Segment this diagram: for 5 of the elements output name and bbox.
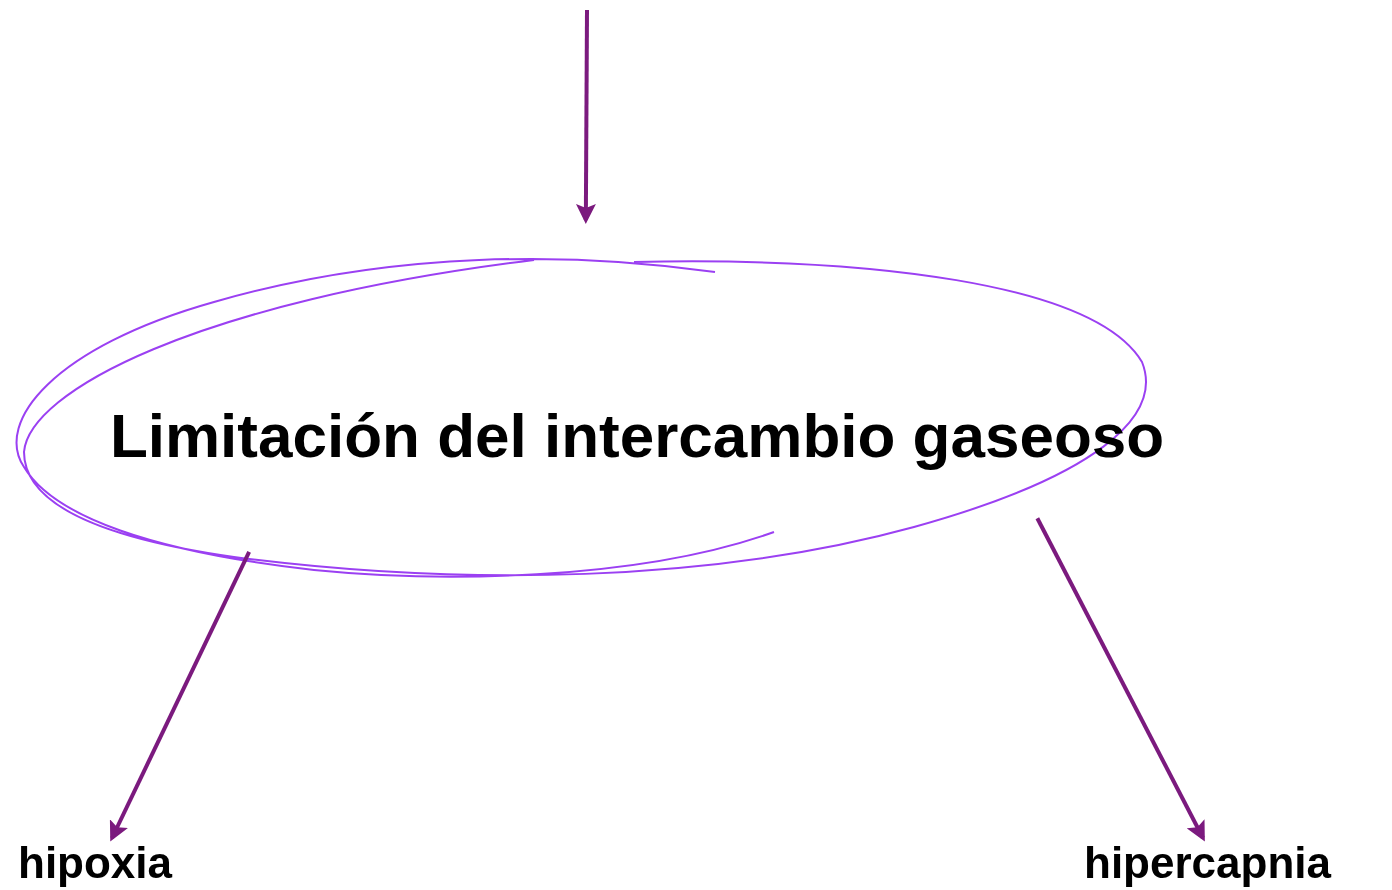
outcome-label: hipoxia	[18, 838, 173, 888]
arrow	[575, 10, 596, 224]
outcome-label: hipercapnia	[1084, 838, 1331, 888]
arrow	[1035, 517, 1205, 842]
arrow	[109, 551, 251, 842]
